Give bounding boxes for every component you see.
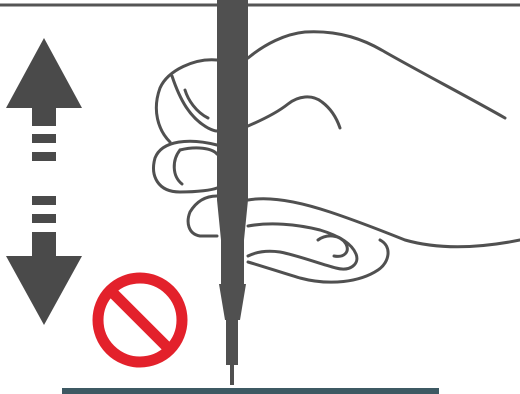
- arrow-dash-3: [32, 196, 56, 205]
- arrow-dash-2: [32, 152, 56, 161]
- pen-cone: [219, 284, 246, 320]
- arrow-shaft-top: [32, 108, 56, 126]
- pen-tip-sleeve: [226, 320, 238, 365]
- index-finger-outline: [172, 76, 217, 131]
- pen-barrel-upper: [217, 0, 248, 200]
- writing-surface-line: [62, 388, 439, 394]
- arrow-dash-1: [32, 134, 56, 143]
- arrow-head-up: [6, 38, 82, 108]
- ring-finger-outline: [248, 240, 388, 282]
- arrow-shaft-bottom: [32, 232, 56, 256]
- pen-tip-point: [230, 365, 234, 385]
- hand-holding-pen: [154, 32, 520, 282]
- finger-knuckle: [318, 236, 347, 256]
- hand-back-outline: [156, 32, 505, 142]
- hand-crease: [248, 97, 340, 128]
- pen-grip: [221, 240, 244, 284]
- prohibition-slash: [110, 290, 170, 350]
- prohibition-icon: [98, 278, 182, 362]
- pen-barrel-lower: [217, 200, 248, 240]
- up-down-dashed-arrow-icon: [6, 38, 82, 325]
- arrow-dash-4: [32, 214, 56, 223]
- pen-icon: [217, 0, 248, 385]
- arrow-head-down: [6, 256, 82, 325]
- middle-finger-outline: [248, 224, 357, 269]
- thumb-nail: [174, 148, 217, 184]
